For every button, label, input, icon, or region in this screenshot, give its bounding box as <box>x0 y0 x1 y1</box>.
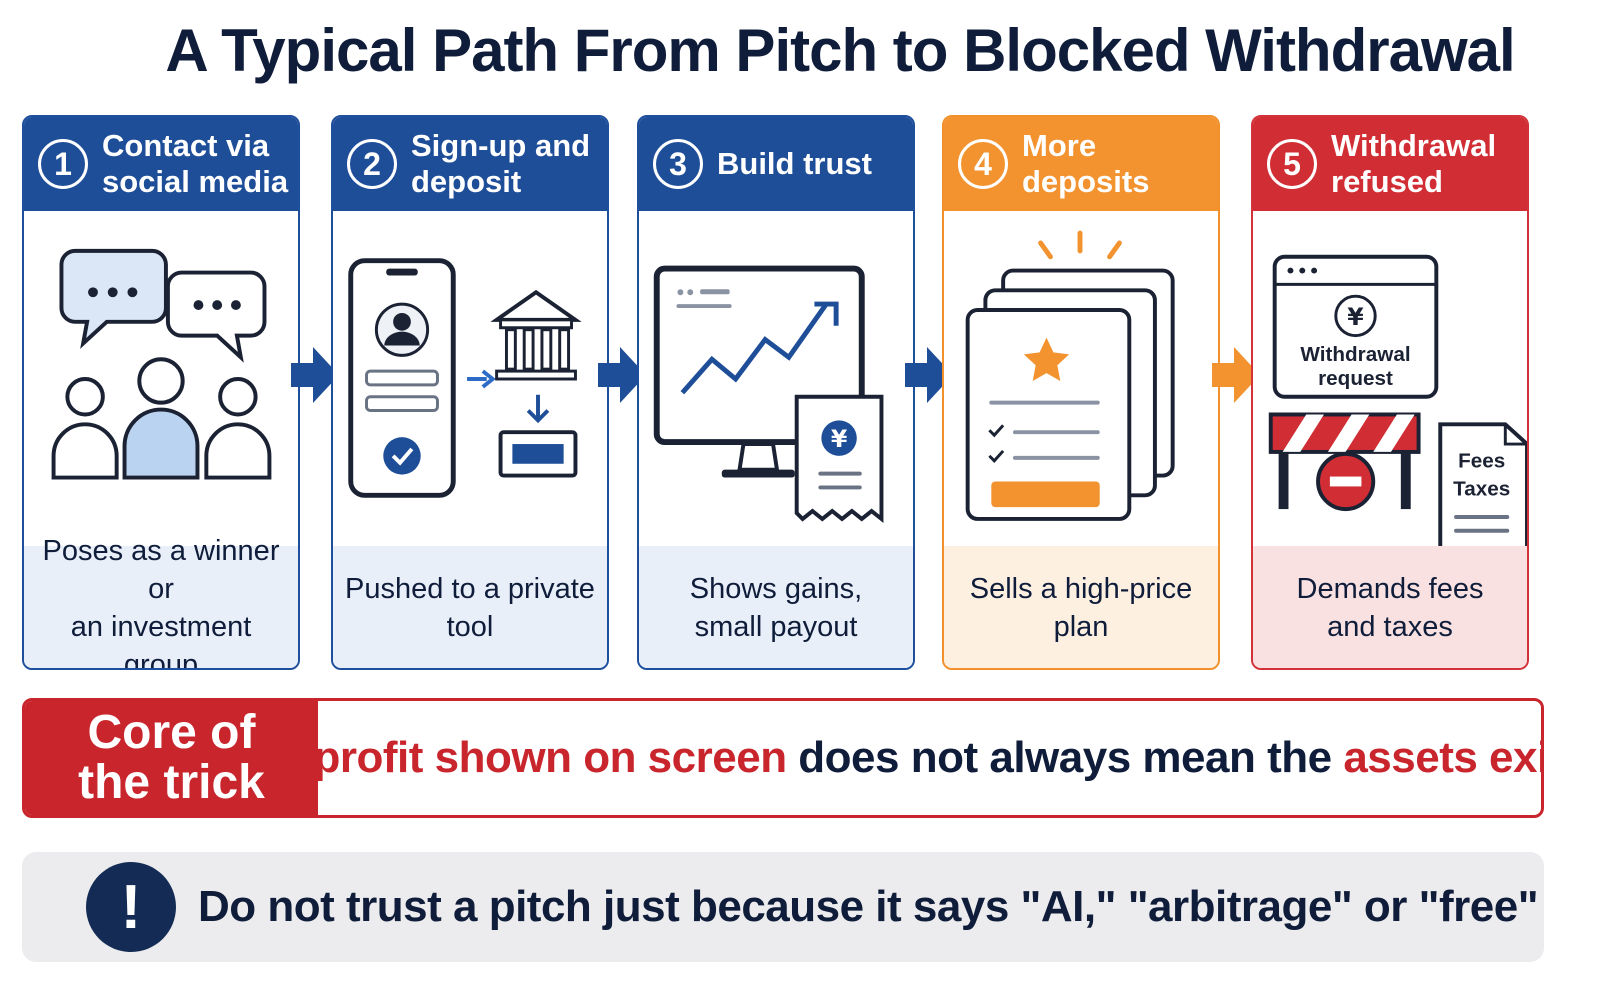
step-heading-2: Sign-up and deposit <box>411 128 591 199</box>
arrow-right-icon <box>1212 347 1260 403</box>
yen-symbol: ¥ <box>831 425 848 453</box>
core-message-highlight: assets exist <box>1343 733 1541 782</box>
step-number-1: 1 <box>38 139 88 189</box>
step-card-2: 2 Sign-up and deposit <box>331 115 609 670</box>
step-card-1: 1 Contact via social media Poses as a wi… <box>22 115 300 670</box>
step-header-4: 4 More deposits <box>944 117 1218 211</box>
core-of-trick-banner: Core of the trick A profit shown on scre… <box>22 698 1544 818</box>
page-title: A Typical Path From Pitch to Blocked Wit… <box>165 17 1515 84</box>
step-caption-1: Poses as a winner or an investment group <box>24 535 298 668</box>
step-caption-2: Pushed to a private tool <box>333 546 607 668</box>
step-number-3: 3 <box>653 139 703 189</box>
step-header-5: 5 Withdrawal refused <box>1253 117 1527 211</box>
withdrawal-request-label: request <box>1318 367 1393 390</box>
fees-label: Fees <box>1458 450 1505 473</box>
step-heading-5: Withdrawal refused <box>1331 128 1497 199</box>
step-number-4: 4 <box>958 139 1008 189</box>
taxes-label: Taxes <box>1453 477 1510 500</box>
arrow-right-icon <box>291 347 339 403</box>
arrow-right-icon <box>905 347 953 403</box>
step-heading-3: Build trust <box>717 146 872 181</box>
core-label: Core of the trick <box>25 701 318 815</box>
core-message-text: does not always mean the <box>786 733 1344 782</box>
blocked-withdrawal-icon: ¥ Withdrawal request Fees Taxes <box>1268 254 1527 546</box>
step-number-2: 2 <box>347 139 397 189</box>
step-card-4: 4 More deposits Sells a high-price plan <box>942 115 1220 670</box>
process-steps: 1 Contact via social media Poses as a wi… <box>22 115 1529 670</box>
premium-plan-documents-icon <box>965 230 1175 521</box>
arrow-right-icon <box>598 347 646 403</box>
monitor-gains-chart-icon: ¥ <box>653 265 884 524</box>
step-caption-3: Shows gains, small payout <box>639 546 913 668</box>
step-header-3: 3 Build trust <box>639 117 913 211</box>
warning-banner: ! Do not trust a pitch just because it s… <box>22 852 1544 962</box>
step-header-2: 2 Sign-up and deposit <box>333 117 607 211</box>
step-card-3: 3 Build trust ¥ Shows gains, small payou… <box>637 115 915 670</box>
step-header-1: 1 Contact via social media <box>24 117 298 211</box>
core-message-highlight: A profit shown on screen <box>272 733 787 782</box>
yen-symbol: ¥ <box>1347 303 1364 331</box>
step-caption-5: Demands fees and taxes <box>1253 546 1527 668</box>
core-message: A profit shown on screen does not always… <box>272 701 1541 815</box>
step-number-5: 5 <box>1267 139 1317 189</box>
warning-text: Do not trust a pitch just because it say… <box>198 882 1539 931</box>
step-card-5: 5 Withdrawal refused ¥ Withdrawal reques… <box>1251 115 1529 670</box>
phone-signup-icon <box>348 258 582 498</box>
step-heading-1: Contact via social media <box>102 128 289 199</box>
social-media-chat-icon <box>51 248 272 480</box>
step-caption-4: Sells a high-price plan <box>944 546 1218 668</box>
exclamation-icon: ! <box>86 862 176 952</box>
step-heading-4: More deposits <box>1022 128 1150 199</box>
withdrawal-request-label: Withdrawal <box>1300 343 1410 366</box>
